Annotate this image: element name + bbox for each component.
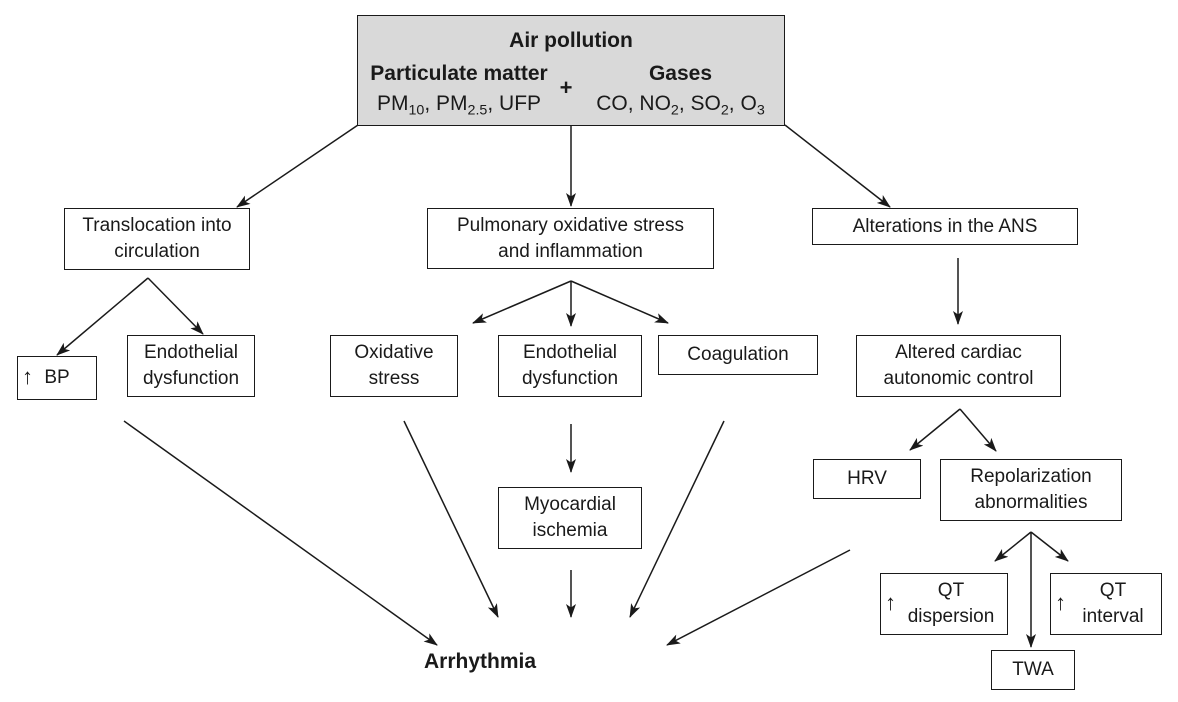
arrow-altered-to-repolarization [959,408,997,452]
gases-list: CO, NO2, SO2, O3 [596,92,765,119]
arrow-altered-to-hrv [909,408,961,451]
pulmonary-label: Pulmonary oxidative stress and inflammat… [456,214,685,262]
endothelial-left-label: Endothelial dysfunction [142,342,240,389]
twa-label: TWA [1012,659,1054,681]
particulate-matter-heading: Particulate matter [370,62,548,85]
arrow-oxidative-to-arrhythmia [403,420,499,618]
arrow-repolarization-to-qt-dispersion [994,531,1032,562]
up-arrow-icon: ↑ [885,589,896,615]
ans-box: Alterations in the ANS [812,208,1078,245]
air-pollution-title: Air pollution [509,29,633,52]
up-arrow-icon: ↑ [22,363,33,389]
endothelial-mid-box: Endothelial dysfunction [498,335,642,397]
ans-label: Alterations in the ANS [852,215,1038,237]
altered-cardiac-label: Altered cardiac autonomic control [883,342,1034,389]
hrv-label: HRV [847,468,887,490]
arrow-pulmonary-to-oxidative [472,280,572,324]
plus-sign: + [559,75,573,100]
coagulation-box: Coagulation [658,335,818,375]
translocation-label: Translocation into circulation [82,215,232,262]
arrow-top-to-ans [784,124,891,208]
arrow-translocation-to-endothelial [147,277,204,335]
bp-box: ↑ BP [17,356,97,400]
arrow-top-to-translocation [236,124,359,208]
pulmonary-box: Pulmonary oxidative stress and inflammat… [427,208,714,269]
gases-heading: Gases [648,62,713,85]
qt-interval-box: ↑ QT interval [1050,573,1162,635]
repolarization-box: Repolarization abnormalities [940,459,1122,521]
arrhythmia-label: Arrhythmia [423,650,537,673]
arrow-translocation-to-bp [56,277,149,356]
oxidative-label: Oxidative stress [354,342,434,389]
up-arrow-icon: ↑ [1055,589,1066,615]
translocation-box: Translocation into circulation [64,208,250,270]
altered-cardiac-box: Altered cardiac autonomic control [856,335,1061,397]
qt-interval-label: QT interval [1082,580,1144,627]
myocardial-box: Myocardial ischemia [498,487,642,549]
arrow-pulmonary-to-coagulation [570,280,669,324]
arrow-right-to-arrhythmia [666,549,851,646]
hrv-box: HRV [813,459,921,499]
arrow-repolarization-to-qt-interval [1030,531,1069,562]
qt-dispersion-label: QT dispersion [907,580,995,627]
air-pollution-box: Air pollution Particulate matter + Gases… [357,15,785,126]
twa-box: TWA [991,650,1075,690]
endothelial-mid-label: Endothelial dysfunction [521,342,619,389]
oxidative-box: Oxidative stress [330,335,458,397]
particulate-list: PM10, PM2.5, UFP [376,92,542,119]
qt-dispersion-box: ↑ QT dispersion [880,573,1008,635]
repolarization-label: Repolarization abnormalities [970,466,1092,513]
endothelial-left-box: Endothelial dysfunction [127,335,255,397]
bp-label: BP [44,367,70,389]
arrow-left-to-arrhythmia [123,420,438,646]
arrow-coagulation-to-arrhythmia [629,420,725,618]
coagulation-label: Coagulation [687,344,789,366]
myocardial-label: Myocardial ischemia [524,494,616,541]
